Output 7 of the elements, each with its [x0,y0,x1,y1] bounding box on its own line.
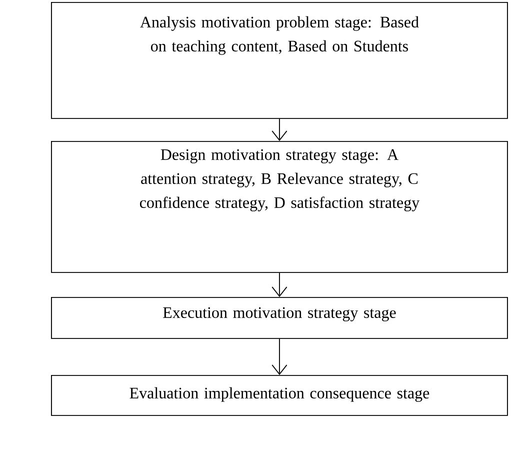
arrow [272,118,288,141]
process-box: Evaluation implementation consequence stage [51,374,508,416]
process-box: Execution motivation strategy stage [51,297,508,339]
process-box: Design motivation strategy stage: A attention strategy, B Relevance strategy, C confidence strategy, D satisfaction strategy [51,141,508,273]
arrow [272,272,288,297]
arrow [272,338,288,375]
process-box: Analysis motivation problem stage: Based on teaching content, Based on Students [51,2,508,119]
